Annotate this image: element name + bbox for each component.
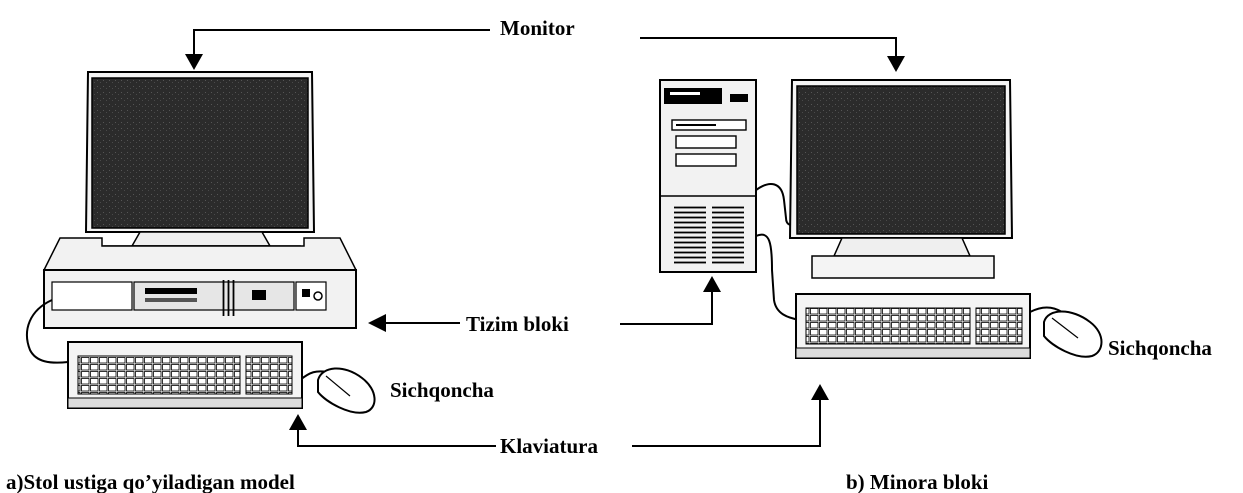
desktop-keyboard [67, 341, 303, 409]
desktop-computer [26, 71, 376, 414]
arrow-monitor-right [640, 37, 905, 72]
desktop-system-unit [42, 237, 358, 329]
tower-keyboard [795, 293, 1031, 359]
desktop-mouse [317, 367, 376, 414]
tower-computer [659, 79, 1103, 359]
arrow-keyboard-right [632, 384, 829, 447]
tower-system-unit [659, 79, 757, 273]
tower-monitor [788, 79, 1014, 279]
label-keyboard: Klaviatura [500, 434, 598, 458]
label-mouse-desktop: Sichqoncha [390, 378, 494, 402]
desktop-monitor [84, 71, 316, 269]
label-mouse-tower: Sichqoncha [1108, 336, 1212, 360]
arrow-keyboard-left [289, 414, 496, 447]
arrow-system-unit-left [368, 314, 460, 332]
tower-mouse [1043, 310, 1103, 358]
caption-desktop-model: a)Stol ustiga qo’yiladigan model [6, 470, 295, 493]
label-monitor: Monitor [500, 16, 575, 40]
label-system-unit: Tizim bloki [466, 312, 569, 336]
caption-tower-model: b) Minora bloki [846, 470, 989, 493]
arrow-monitor-left [185, 29, 490, 70]
arrow-system-unit-tower [620, 276, 721, 325]
